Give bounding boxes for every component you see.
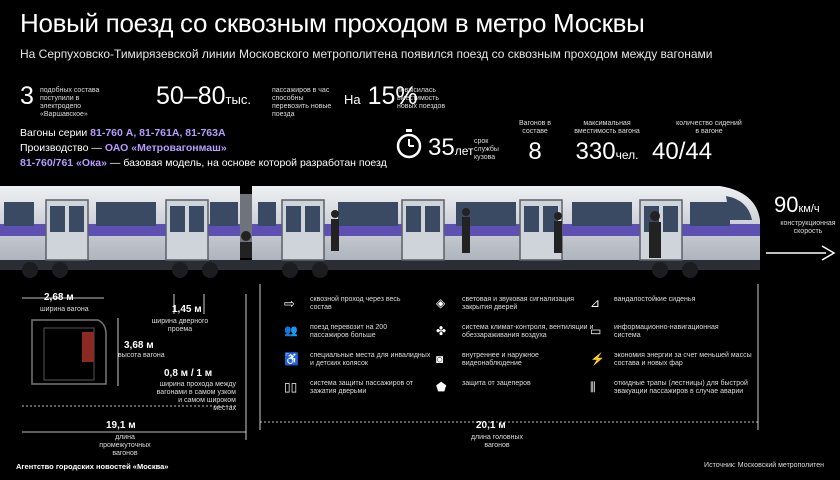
stat-capacity-note: повысилась вместимость новых поездов xyxy=(397,87,446,110)
stat-capacity-value: 15% xyxy=(367,82,418,110)
feature-text: поезд перевозит на 200 пассажиров больше xyxy=(310,324,388,339)
feature-item: ✤ система климат-контроля, вентиляции и … xyxy=(436,324,596,340)
feature-item: 👥 поезд перевозит на 200 пассажиров боль… xyxy=(284,324,424,340)
ladder-icon: ⫼ xyxy=(590,380,596,394)
spec-cars-label: Вагонов в составе xyxy=(519,120,551,135)
car-section-diagram xyxy=(22,294,247,440)
dim-height-label: высота вагона xyxy=(118,352,165,359)
series-value: 81-760 А, 81-761А, 81-763А xyxy=(90,127,226,139)
spec-capacity-label: максимальная вместимость вагона xyxy=(574,120,640,135)
spec-life-label: срок службы кузова xyxy=(474,138,499,161)
feature-text: специальные места для инвалидных и детск… xyxy=(310,352,431,367)
signal-icon: ◈ xyxy=(436,296,446,310)
stopwatch-icon xyxy=(396,129,422,159)
feature-item: ▯▯ система защиты пассажиров от зажатия … xyxy=(284,380,434,396)
fan-icon: ✤ xyxy=(436,324,447,338)
shield-icon: ⬟ xyxy=(436,380,447,394)
feature-text: защита от зацеперов xyxy=(462,380,531,387)
feature-item: ◙ внутреннее и наружное видеонаблюдение xyxy=(436,352,586,368)
producer-prefix: Производство — xyxy=(20,142,102,154)
dim-door-label: ширина дверного проема xyxy=(151,318,209,333)
dim-width-value: 2,68 м xyxy=(44,292,74,303)
dim-passage-label: ширина прохода между вагонами в самом уз… xyxy=(156,381,236,412)
passengers-icon: 👥 xyxy=(284,325,298,337)
dim-mid-length-value: 19,1 м xyxy=(106,420,136,431)
base-model: 81-760/761 «Ока» xyxy=(20,157,107,169)
spec-cars-value: 8 xyxy=(528,138,542,165)
camera-icon: ◙ xyxy=(436,352,444,366)
spec-capacity: 330чел. xyxy=(572,138,642,166)
dim-width-label: ширина вагона xyxy=(40,306,89,313)
feature-item: ▭ информационно-навигационная система xyxy=(590,324,730,340)
feature-text: система климат-контроля, вентиляции и об… xyxy=(462,324,594,339)
footer-agency: Агентство городских новостей «Москва» xyxy=(16,462,169,471)
speed: 90км/ч xyxy=(774,192,820,218)
feature-text: откидные трапы (лестницы) для быстрой эв… xyxy=(614,380,748,395)
seat-icon: ⊿ xyxy=(590,296,601,310)
feature-item: ♿ специальные места для инвалидных и дет… xyxy=(284,352,434,368)
spec-capacity-value: 330 xyxy=(575,138,616,165)
stat-throughput: 50–80тыс. xyxy=(156,82,251,111)
feature-text: информационно-навигационная система xyxy=(614,324,719,339)
feature-item: ⚡ экономия энергии за счет меньшей массы… xyxy=(590,352,760,368)
arrow-icon: ⇨ xyxy=(284,296,295,311)
stat-depots: 3 xyxy=(20,82,34,111)
spec-life-value: 35 xyxy=(428,134,455,161)
speed-label: конструкционная скорость xyxy=(780,220,836,235)
dim-head-length-label: длина головных вагонов xyxy=(470,434,524,449)
stat-throughput-note: пассажиров в час способны перевозить нов… xyxy=(272,87,332,118)
speed-arrow-icon xyxy=(766,245,836,261)
features-frame xyxy=(259,284,759,430)
spec-life-unit: лет xyxy=(454,144,474,158)
spec-capacity-unit: чел. xyxy=(615,148,639,162)
dim-head-length-value: 20,1 м xyxy=(476,420,506,431)
spec-seats-label: количество сидений в вагоне xyxy=(676,120,742,135)
stat-capacity: На 15% xyxy=(344,82,418,111)
page-title: Новый поезд со сквозным проходом в метро… xyxy=(20,8,645,38)
doors-icon: ▯▯ xyxy=(284,380,298,394)
feature-item: ⊿ вандалостойкие сиденья xyxy=(590,296,730,310)
speed-unit: км/ч xyxy=(798,203,820,215)
base-model-desc: — базовая модель, на основе которой разр… xyxy=(109,157,387,169)
feature-text: сквозной проход через весь состав xyxy=(310,296,401,311)
stat-throughput-unit: тыс. xyxy=(225,92,251,107)
screen-icon: ▭ xyxy=(590,324,602,338)
stat-throughput-value: 50–80 xyxy=(156,82,226,110)
feature-item: ⬟ защита от зацеперов xyxy=(436,380,536,394)
feature-text: экономия энергии за счет меньшей массы с… xyxy=(614,352,752,367)
feature-text: система защиты пассажиров от зажатия две… xyxy=(310,380,414,395)
dim-door-value: 1,45 м xyxy=(172,304,202,315)
wheelchair-icon: ♿ xyxy=(284,352,299,366)
footer-source: Источник: Московский метрополитен xyxy=(704,462,824,469)
series-prefix: Вагоны серии xyxy=(20,127,88,139)
train-illustration xyxy=(0,186,760,278)
stat-depots-note: подобных состава поступили в электродепо… xyxy=(40,87,100,118)
speed-value: 90 xyxy=(774,192,799,217)
feature-item: ⇨ сквозной проход через весь состав xyxy=(284,296,424,312)
series-info: Вагоны серии 81-760 А, 81-761А, 81-763А … xyxy=(20,126,387,171)
energy-icon: ⚡ xyxy=(590,352,605,366)
spec-seats-value: 40/44 xyxy=(652,138,713,165)
dim-height-value: 3,68 м xyxy=(124,340,154,351)
feature-text: вандалостойкие сиденья xyxy=(614,296,696,303)
feature-text: световая и звуковая сигнализация закрыти… xyxy=(462,296,575,311)
feature-item: ⫼ откидные трапы (лестницы) для быстрой … xyxy=(590,380,770,396)
dim-passage-value: 0,8 м / 1 м xyxy=(164,368,213,379)
feature-item: ◈ световая и звуковая сигнализация закры… xyxy=(436,296,586,312)
feature-text: внутреннее и наружное видеонаблюдение xyxy=(462,352,539,367)
stat-depots-value: 3 xyxy=(20,82,34,110)
stat-capacity-prefix: На xyxy=(344,92,361,107)
page-subtitle: На Серпуховско-Тимирязевской линии Моско… xyxy=(20,47,713,61)
spec-life: 35лет xyxy=(428,134,473,162)
dim-mid-length-label: длина промежуточных вагонов xyxy=(99,434,151,457)
producer-value: ОАО «Метровагонмаш» xyxy=(104,142,227,154)
